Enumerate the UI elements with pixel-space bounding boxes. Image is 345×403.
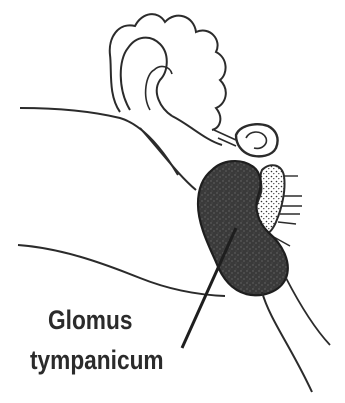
bone-contour-upper	[20, 108, 178, 175]
lower-canal	[262, 292, 312, 392]
lower-canal-right	[286, 278, 330, 345]
label-glomus: Glomus	[48, 305, 132, 336]
cochlea-inner-curve	[146, 67, 172, 110]
cochlea-inner-loop	[121, 38, 172, 116]
label-tympanicum: tympanicum	[30, 345, 164, 376]
bone-contour-lower	[18, 245, 225, 296]
ossicle	[236, 124, 278, 156]
